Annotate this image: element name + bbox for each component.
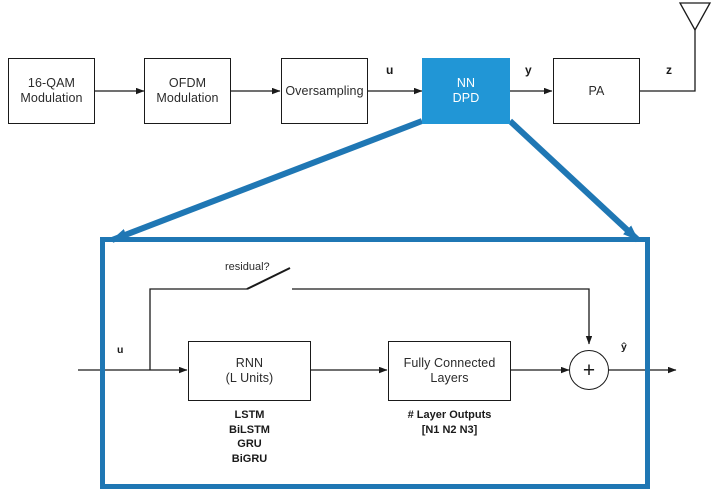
block-oversampling-label: Oversampling (285, 83, 364, 98)
caption-fc-line-1: # Layer Outputs (407, 409, 492, 421)
caption-rnn-line-bigru: BiGRU (231, 452, 268, 465)
block-16qam-label-line2: Modulation (20, 91, 83, 105)
block-fc-label-line2: Layers (430, 371, 469, 385)
block-nn-dpd-label-line1: NN (456, 76, 476, 90)
summation-node[interactable]: + (569, 350, 609, 390)
wire-pa-to-antenna (640, 30, 696, 92)
block-16qam-modulation[interactable]: 16-QAM Modulation (8, 58, 95, 124)
block-ofdm-modulation[interactable]: OFDM Modulation (144, 58, 231, 124)
label-residual-switch[interactable]: residual? (224, 261, 271, 273)
summation-plus-symbol: + (582, 358, 596, 382)
caption-fc-layer-outputs: # Layer Outputs [N1 N2 N3] (388, 408, 511, 437)
block-ofdm-label-line2: Modulation (156, 91, 219, 105)
caption-rnn-line-gru: GRU (237, 438, 262, 450)
block-rnn-label-line2: (L Units) (225, 371, 274, 385)
caption-rnn-line-bilstm: BiLSTM (229, 423, 270, 436)
signal-label-yhat-detail: ŷ (620, 341, 628, 353)
block-nn-dpd[interactable]: NN DPD (422, 58, 510, 124)
block-fc-label-line1: Fully Connected (403, 356, 496, 370)
wire-residual-branch-up (149, 288, 247, 370)
wire-residual-to-sum (292, 288, 593, 345)
block-16qam-label-line1: 16-QAM (27, 76, 76, 90)
block-rnn-label-line1: RNN (235, 356, 264, 370)
caption-fc-line-2: [N1 N2 N3] (421, 423, 478, 436)
zoom-arrow-right (507, 118, 641, 243)
caption-rnn-line-lstm: LSTM (234, 409, 265, 421)
block-rnn[interactable]: RNN (L Units) (188, 341, 311, 401)
caption-rnn-variants: LSTM BiLSTM GRU BiGRU (188, 408, 311, 466)
signal-label-y-top: y (524, 63, 533, 77)
block-pa[interactable]: PA (553, 58, 640, 124)
signal-label-u-top: u (385, 63, 395, 77)
antenna-icon (678, 2, 712, 32)
block-pa-label: PA (588, 83, 605, 98)
block-nn-dpd-label-line2: DPD (452, 91, 480, 105)
block-oversampling[interactable]: Oversampling (281, 58, 368, 124)
residual-switch-blade (246, 267, 291, 290)
signal-label-z-top: z (665, 63, 673, 77)
block-ofdm-label-line1: OFDM (168, 76, 207, 90)
nn-dpd-detail-frame (100, 237, 650, 489)
block-fully-connected-layers[interactable]: Fully Connected Layers (388, 341, 511, 401)
zoom-arrow-left (110, 118, 424, 243)
signal-label-u-detail: u (116, 344, 125, 356)
